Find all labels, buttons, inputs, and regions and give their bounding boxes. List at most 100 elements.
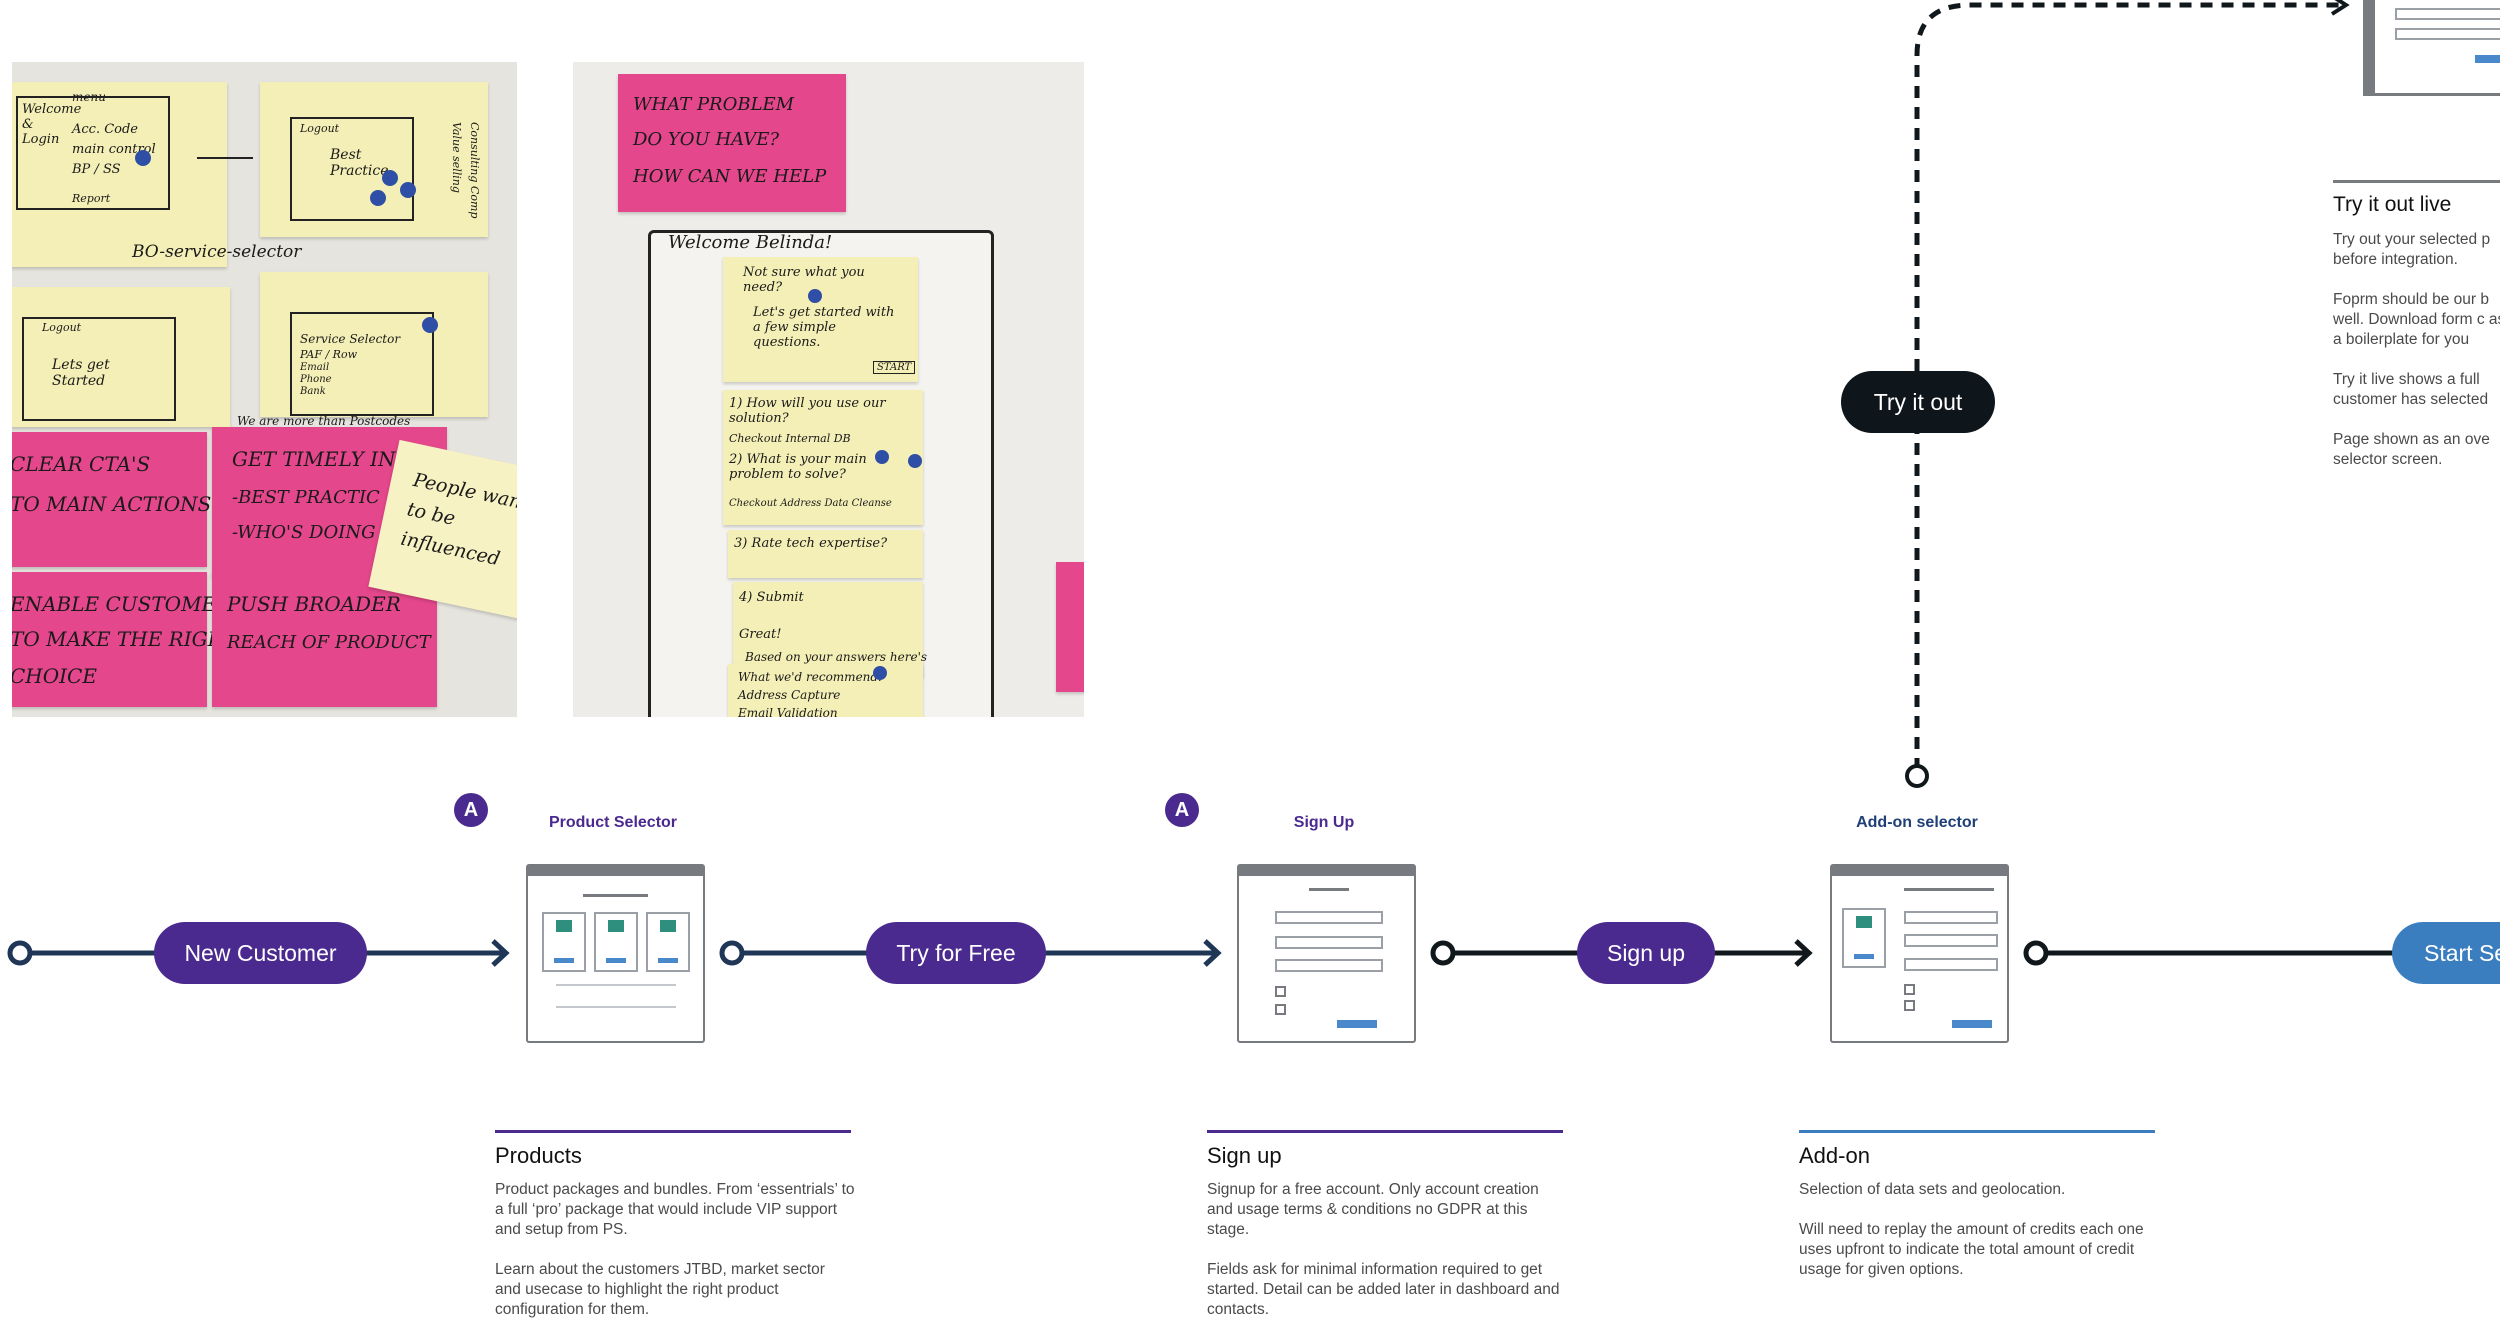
window-bar [1239,866,1414,876]
note-text: PAF / Row [300,348,357,361]
thumb-field [1275,959,1383,972]
note-text: Value selling [450,122,463,193]
thumb-checkbox [1275,986,1286,997]
note-text: HOW CAN WE HELP [633,166,827,187]
thumb-text-lines [556,984,676,1008]
note-text: Checkout Address Data Cleanse [729,498,892,509]
note-text: main control [72,142,156,157]
note-text: 3) Rate tech expertise? [734,536,888,551]
addon-paragraph-2: Will need to replay the amount of credit… [1799,1221,2144,1278]
vote-dot [908,454,922,468]
product-card [646,912,690,972]
note-text: Acc. Code [72,122,139,137]
note-text: Email [300,362,330,373]
note-text: Not sure what you need? [743,265,865,295]
signup-paragraph-1: Signup for a free account. Only account … [1207,1181,1539,1238]
product-card [542,912,586,972]
note-text: Lets get Started [52,357,110,389]
products-title: Products [495,1143,582,1168]
thumb-field [1275,911,1383,924]
sticky-note-submit: 4) Submit Great! Based on your answers h… [733,582,927,677]
thumb-line [2395,8,2500,20]
note-text: 1) How will you use our solution? [729,396,886,426]
stage-title-addon-selector: Add-on selector [1856,814,1978,831]
thumb-button [1952,1020,1992,1028]
stage-title-product-selector: Product Selector [548,814,678,831]
note-text: Great! [739,627,782,642]
sticky-note-welcome: Welcome & Login menu Acc. Code main cont… [12,82,227,267]
try-live-title: Try it out live [2333,193,2452,216]
note-text: TO MAKE THE RIGHT [12,627,239,651]
try-live-paragraph-1: Try out your selected p before integrati… [2333,231,2491,268]
prototype-heading: Welcome Belinda! [668,232,833,253]
note-text: Logout [300,122,340,135]
vote-dot [400,182,416,198]
note-text: 2) What is your main problem to solve? [729,452,867,482]
note-text: influenced [398,527,502,571]
thumb-checkbox [1275,1004,1286,1015]
note-text: Consulting Comp [468,122,481,219]
note-text: Let's get started with a few simple ques… [753,305,895,350]
addon-selector-thumbnail [1830,864,2009,1043]
thumb-checkbox [1904,984,1915,995]
sticky-note-enable-customer: ENABLE CUSTOMER TO MAKE THE RIGHT CHOICE [12,572,238,707]
try-live-paragraph-4: Page shown as an ove selector screen. [2333,431,2490,468]
vote-dot [135,150,151,166]
signup-description: Signup for a free account. Only account … [1207,1180,1567,1340]
try-for-free-pill[interactable]: Try for Free [866,922,1046,984]
note-text: What we'd recommend: [738,670,883,684]
thumb-button [2475,55,2500,63]
note-text: GET TIMELY IN [232,447,396,471]
note-text: to be [405,498,458,530]
sticky-note-recommend: What we'd recommend: Address Capture Ema… [728,664,923,717]
start-se-pill[interactable]: Start Se [2392,922,2500,984]
note-text: Based on your answers here's [745,650,928,664]
products-rule [495,1130,851,1133]
note-text: DO YOU HAVE? [633,129,780,150]
persona-badge-a: A [1165,793,1199,827]
note-text: CLEAR CTA'S [12,452,151,476]
vote-dot [422,317,438,333]
vote-dot [808,289,822,303]
note-text: WHAT PROBLEM [633,94,795,115]
try-it-out-pill[interactable]: Try it out [1841,371,1995,433]
sign-up-thumbnail [1237,864,1416,1043]
workshop-photo-1: Welcome & Login menu Acc. Code main cont… [12,62,517,717]
try-live-paragraph-3: Try it live shows a full customer has se… [2333,371,2489,408]
products-paragraph-1: Product packages and bundles. From ‘esse… [495,1181,855,1238]
addon-title: Add-on [1799,1143,1870,1168]
product-selector-thumbnail [526,864,705,1043]
note-text: Email Validation [738,706,838,717]
note-text: ENABLE CUSTOMER [12,592,232,616]
product-card [594,912,638,972]
vote-dot [370,190,386,206]
sticky-note-push-broader: PUSH BROADER REACH OF PRODUCT [212,572,437,707]
try-it-out-connector [1905,0,2350,788]
new-customer-pill[interactable]: New Customer [154,922,367,984]
try-live-screen-thumbnail [2363,0,2500,96]
persona-badge-a: A [454,793,488,827]
sticky-note-lets-get-started: Logout Lets get Started [12,287,230,427]
thumb-heading [1904,888,1994,891]
note-text: Checkout Internal DB [729,432,851,445]
vote-dot [873,666,887,680]
vote-dot [382,170,398,186]
signup-title: Sign up [1207,1143,1282,1168]
stage-title-sign-up: Sign Up [1293,814,1355,831]
wireframe-sketch [22,317,176,421]
note-text: Bank [300,386,326,397]
sticky-note-not-sure: Not sure what you need? Let's get starte… [723,257,918,382]
thumb-line [2395,28,2500,40]
try-live-paragraph-2: Foprm should be our b well. Download for… [2333,291,2500,348]
note-text: BP / SS [72,162,121,177]
window-bar [528,866,703,876]
postcodes-label: We are more than Postcodes [237,414,411,428]
window-bar [1832,866,2007,876]
thumb-heading [1309,888,1349,891]
thumb-checkbox [1904,1000,1915,1011]
sign-up-pill[interactable]: Sign up [1577,922,1715,984]
vote-dot [875,450,889,464]
note-text: REACH OF PRODUCT [227,632,431,653]
note-text: Report [72,192,111,205]
arrow-right [197,157,253,159]
